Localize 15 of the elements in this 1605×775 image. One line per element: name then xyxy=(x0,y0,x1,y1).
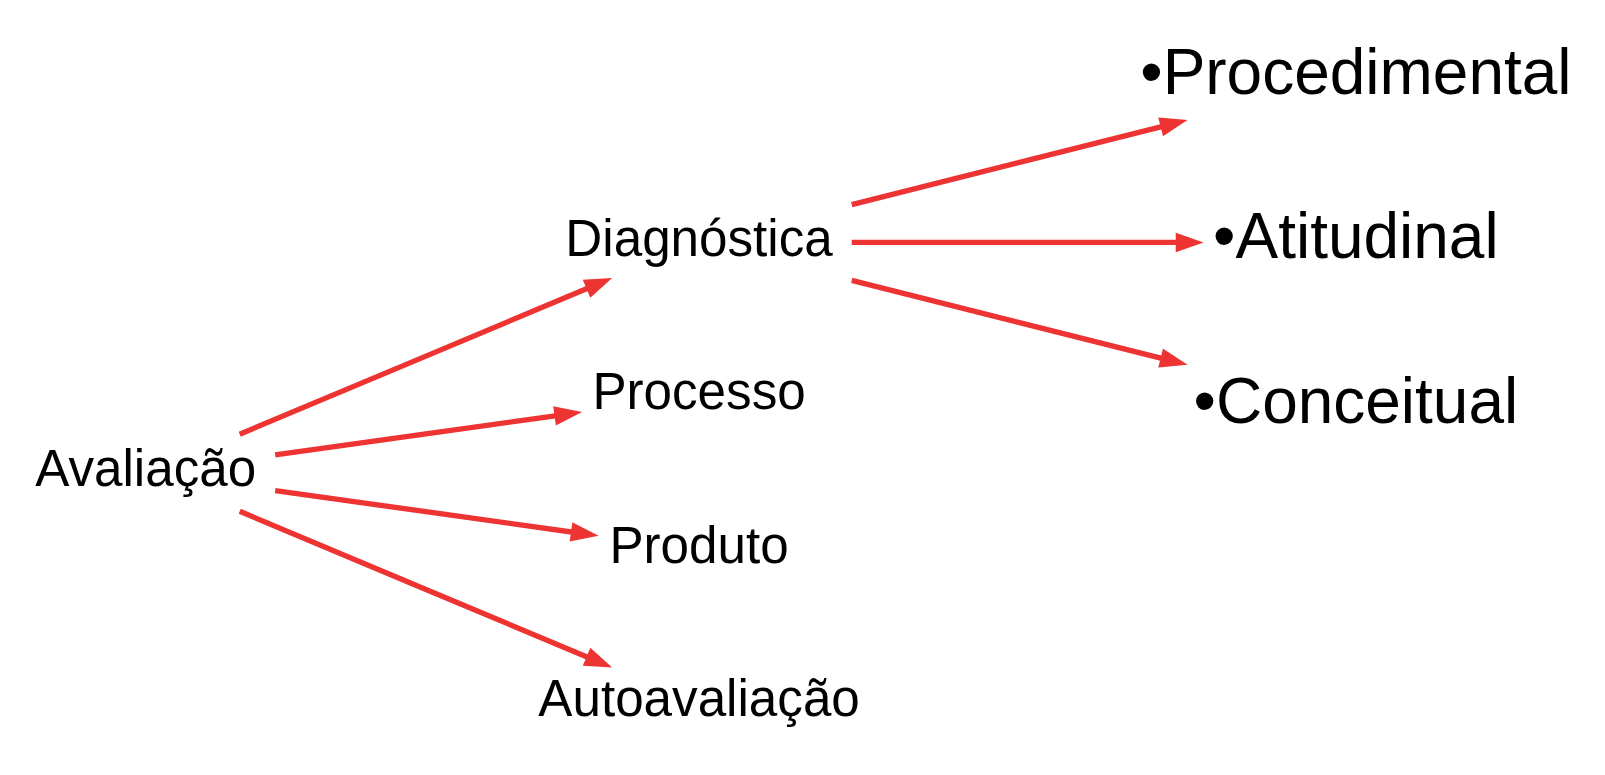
node-text: •Atitudinal xyxy=(1213,199,1499,272)
arrow xyxy=(238,508,613,667)
node-text: •Conceitual xyxy=(1193,364,1519,437)
node-text: Produto xyxy=(609,516,789,574)
node-text: Processo xyxy=(592,362,806,420)
arrow xyxy=(238,277,613,437)
arrow xyxy=(274,405,582,458)
node-text: Autoavaliação xyxy=(538,669,860,727)
arrow xyxy=(274,487,599,542)
arrow xyxy=(851,232,1204,252)
node-text: •Procedimental xyxy=(1140,35,1572,108)
arrow xyxy=(851,277,1188,367)
arrow xyxy=(851,116,1188,207)
node-text: Avaliação xyxy=(35,439,257,497)
node-text: Diagnóstica xyxy=(565,209,833,267)
